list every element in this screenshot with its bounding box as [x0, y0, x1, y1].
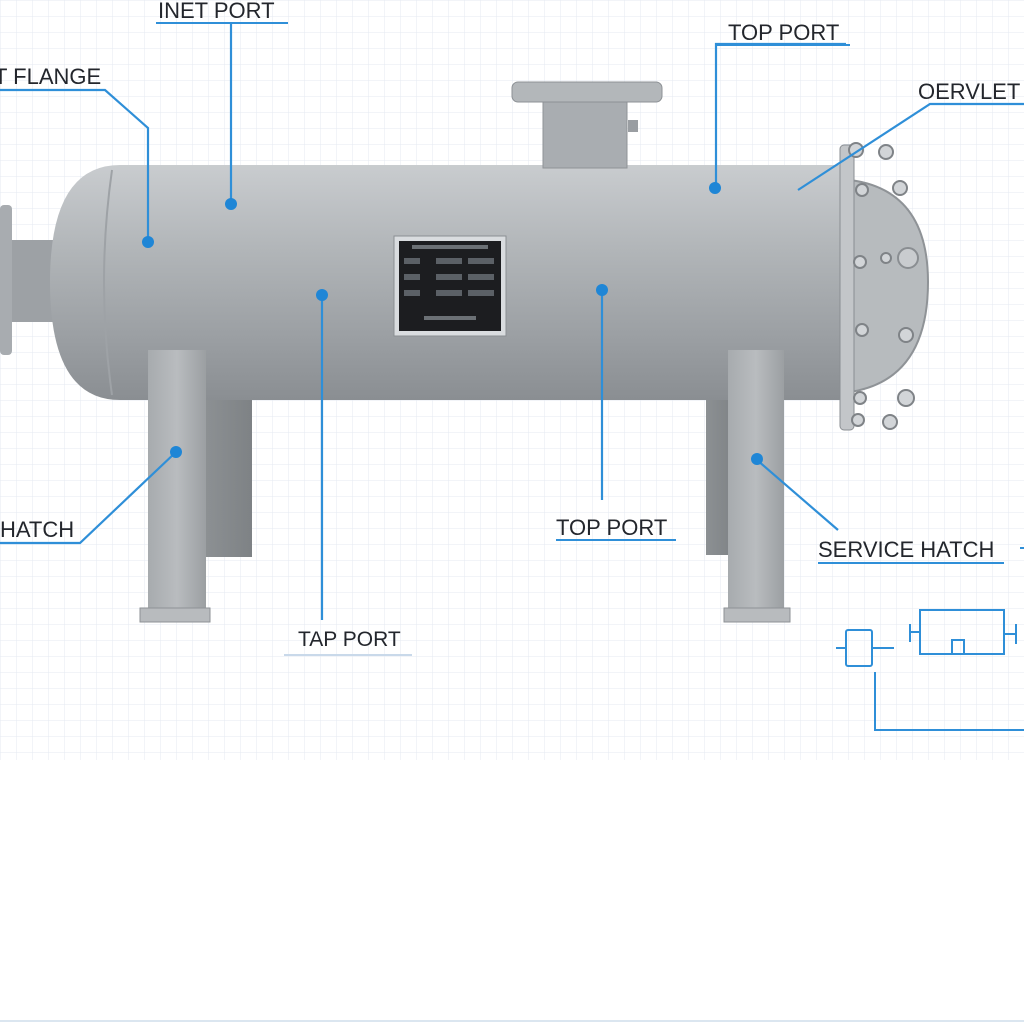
- leader-servlet: [797, 102, 1024, 191]
- callout-dots: [142, 182, 763, 465]
- nameplate-header: [412, 245, 488, 249]
- schematic-inset: [836, 547, 1024, 731]
- rear-leg-left: [206, 395, 252, 557]
- nameplate-cell: [404, 258, 420, 264]
- nameplate-cell: [404, 290, 420, 296]
- clamp-bolts: [848, 142, 915, 430]
- label-servlet: OERVLET: [918, 79, 1020, 104]
- label-inlet-port: INET PORT: [158, 0, 275, 23]
- nameplate-cell: [404, 274, 420, 280]
- label-top-port-upper: TOP PORT: [728, 20, 839, 45]
- top-nozzle: [511, 81, 663, 169]
- label-flange: T FLANGE: [0, 64, 101, 89]
- dot-hatch: [170, 446, 182, 458]
- nameplate-cell: [436, 290, 462, 296]
- nameplate-cell: [436, 274, 462, 280]
- inlet-nozzle: [0, 205, 60, 355]
- nameplate-rows: [404, 245, 494, 320]
- leader-flange: [0, 88, 150, 241]
- front-leg-left: [139, 350, 211, 623]
- front-leg-right: [723, 350, 791, 623]
- nameplate-cell: [436, 258, 462, 264]
- nameplate-cell: [468, 274, 494, 280]
- label-tap-port: TAP PORT: [298, 628, 401, 651]
- leader-hatch: [0, 451, 177, 545]
- leader-service-hatch: [756, 459, 839, 531]
- dot-top-port-upper: [709, 182, 721, 194]
- nameplate-cell: [468, 290, 494, 296]
- callout-lines: [0, 22, 1024, 620]
- nameplate: [393, 235, 507, 337]
- dot-flange: [142, 236, 154, 248]
- dot-top-port-middle: [596, 284, 608, 296]
- nameplate-footer: [424, 316, 476, 320]
- label-hatch: HATCH: [0, 517, 74, 542]
- label-underlines: [156, 22, 1004, 656]
- label-service-hatch: SERVICE HATCH: [818, 537, 994, 562]
- dot-inlet-port: [225, 198, 237, 210]
- label-top-port-middle: TOP PORT: [556, 515, 667, 540]
- dot-tap-port: [316, 289, 328, 301]
- dot-service-hatch: [751, 453, 763, 465]
- nameplate-cell: [468, 258, 494, 264]
